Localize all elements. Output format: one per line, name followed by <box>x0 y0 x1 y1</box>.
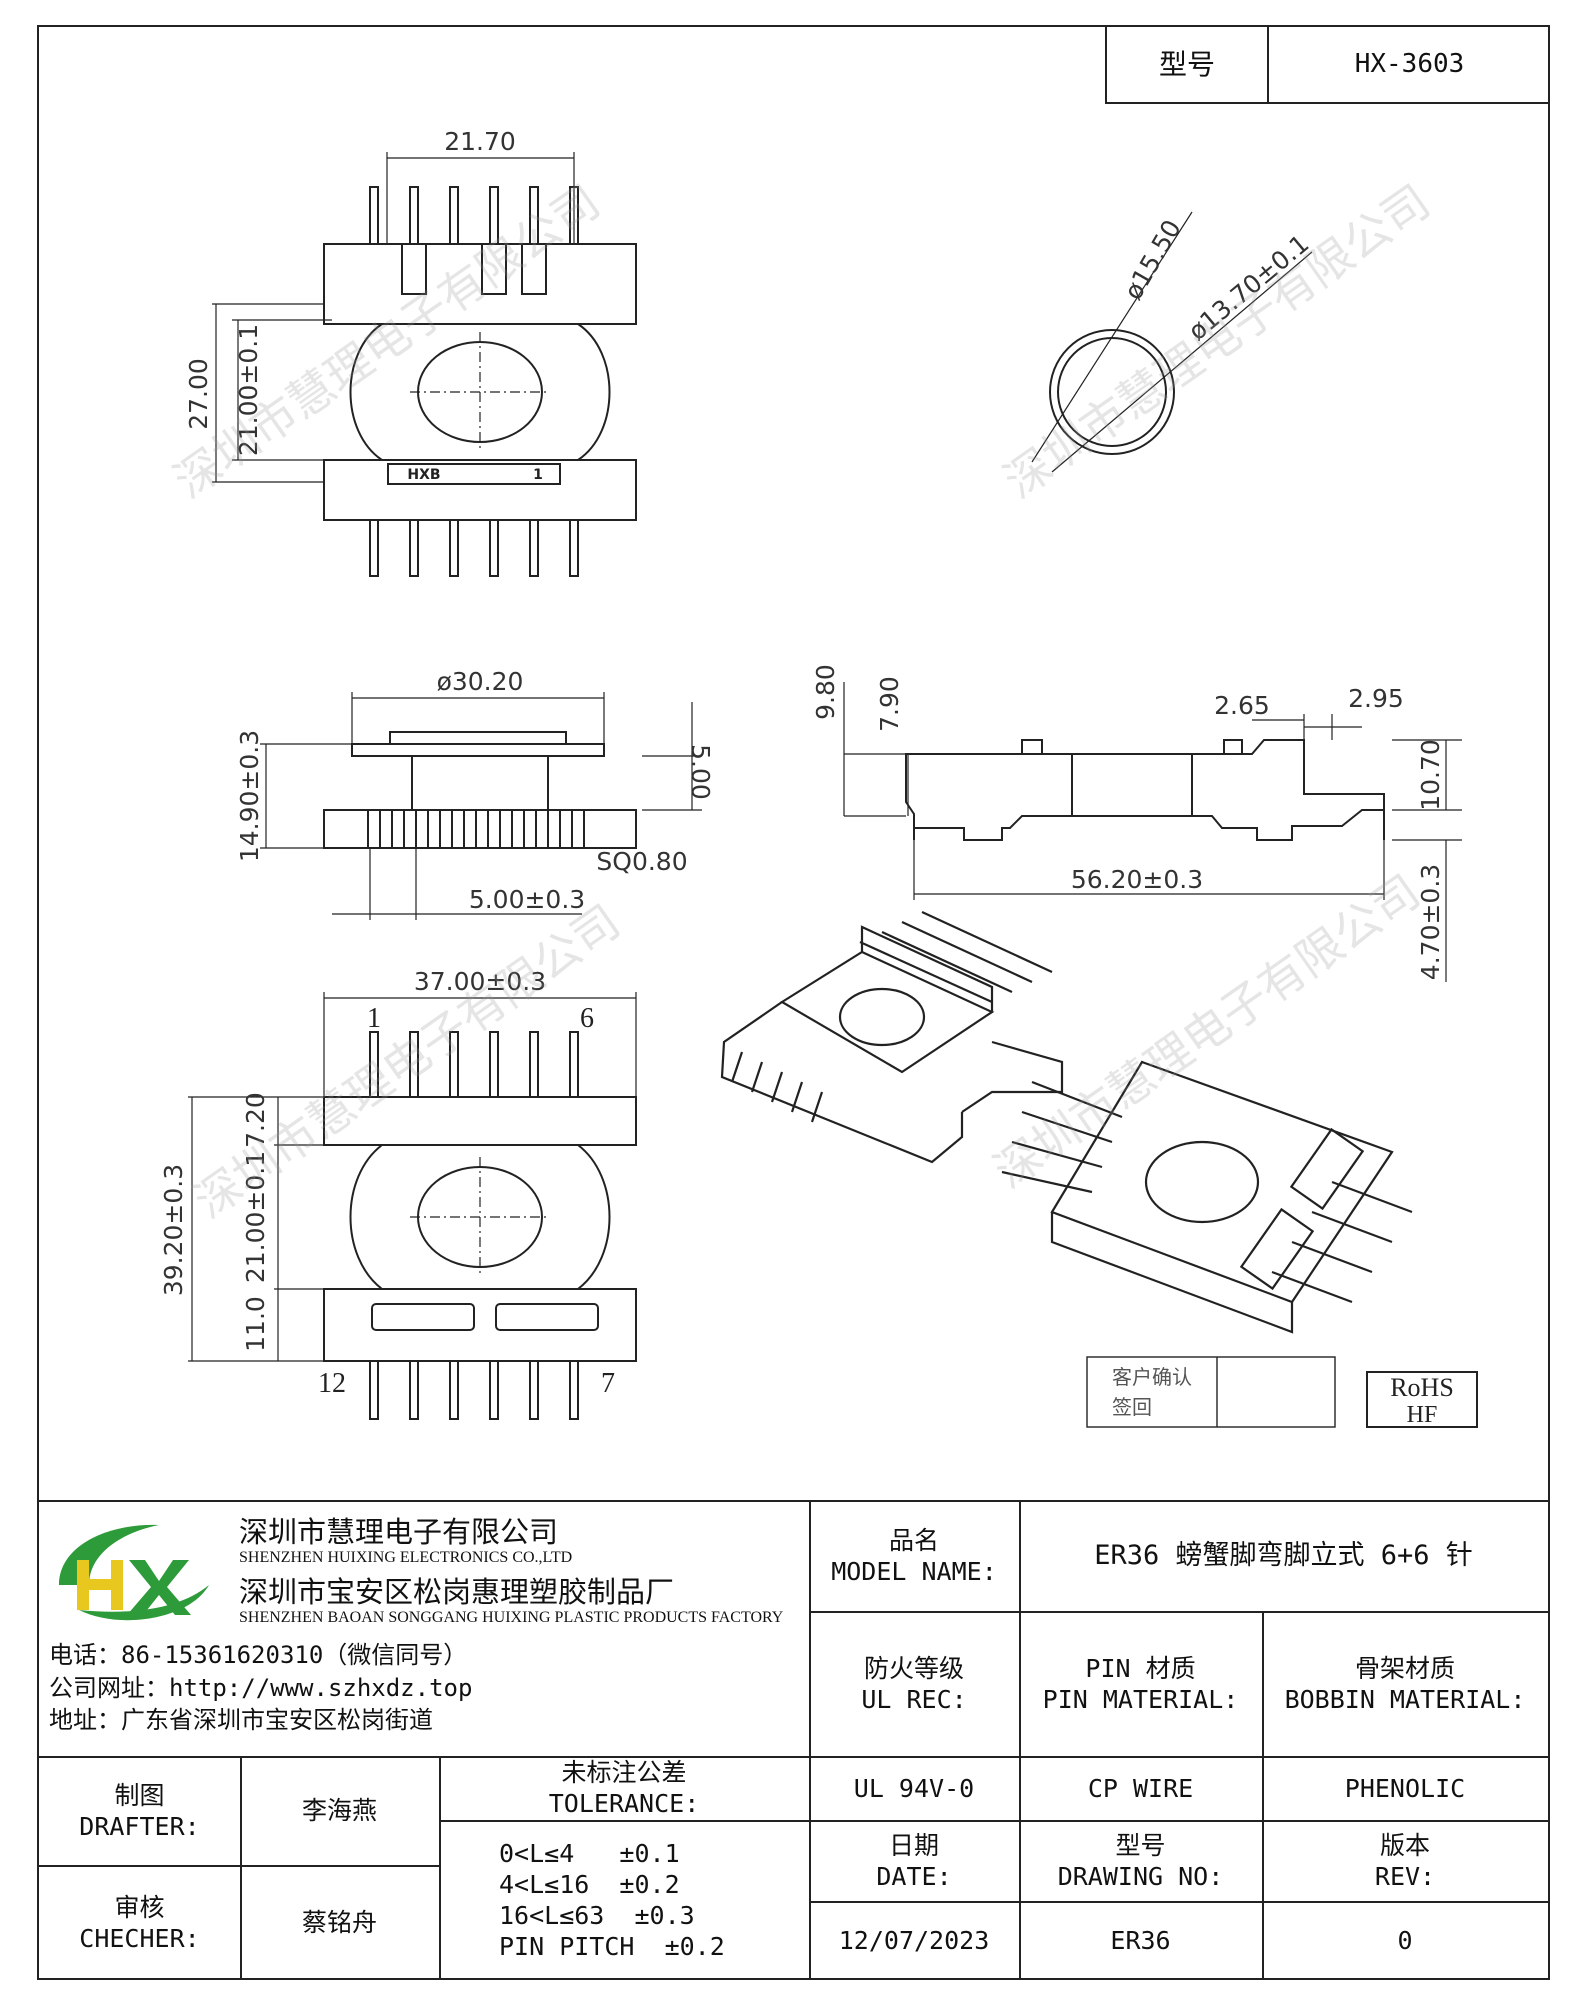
dim-top-height-inner: 21.00±0.1 <box>234 324 263 456</box>
dim-profile-length: 56.20±0.3 <box>1071 865 1203 894</box>
dim-profile-d2: 2.95 <box>1348 684 1404 713</box>
top-view <box>212 152 637 577</box>
dim-profile-h1: 9.80 <box>811 664 840 720</box>
company-address: 地址：广东省深圳市宝安区松岗街道 <box>49 1706 433 1734</box>
drafter-label: 制图 DRAFTER: <box>79 1780 200 1841</box>
date-label: 日期 DATE: <box>876 1830 952 1891</box>
dim-bottom-width: 37.00±0.3 <box>414 967 546 996</box>
dim-profile-h3: 10.70 <box>1416 739 1445 811</box>
pin-label-7: 7 <box>601 1368 615 1399</box>
side-view <box>260 692 702 920</box>
stamp-hf: HF <box>1407 1402 1438 1428</box>
fire-rating-value: UL 94V-0 <box>853 1773 975 1803</box>
top-view-top-pins <box>369 186 579 295</box>
tolerance-label: 未标注公差 TOLERANCE: <box>548 1758 700 1818</box>
company-website: 公司网址：http://www.szhxdz.top <box>49 1674 473 1702</box>
checker-value: 蔡铭舟 <box>301 1908 377 1937</box>
isometric-view-1 <box>720 911 1064 1164</box>
tolerance-table: 0<L≤4 ±0.1 4<L≤16 ±0.2 16<L≤63 ±0.3 PIN … <box>499 1839 725 1961</box>
drawing-sheet: 型号 HX-3603 <box>37 25 1550 1980</box>
company-logo-icon <box>59 1524 209 1621</box>
dim-bottom-h-mid: 21.00±0.1 <box>241 1151 270 1283</box>
header-type-value: HX-3603 <box>1267 27 1550 104</box>
bottom-view-top-pins <box>369 1031 579 1098</box>
top-view-bottom-pins <box>369 519 579 577</box>
checker-label: 审核 CHECHER: <box>79 1892 200 1953</box>
part-markings: HXB 1 1 6 12 7 <box>318 467 615 1399</box>
company-name-en: SHENZHEN HUIXING ELECTRONICS CO.,LTD <box>239 1549 573 1566</box>
mark-hxb: HXB <box>407 467 440 483</box>
factory-name-cn: 深圳市宝安区松岗惠理塑胶制品厂 <box>239 1575 675 1609</box>
dim-side-pin-gap: 5.00 <box>686 744 715 800</box>
pin-label-1: 1 <box>367 1003 381 1034</box>
stamp-rohs: RoHS <box>1390 1373 1454 1402</box>
factory-name-en: SHENZHEN BAOAN SONGGANG HUIXING PLASTIC … <box>239 1609 784 1626</box>
date-value: 12/07/2023 <box>838 1926 990 1955</box>
header-type-label: 型号 <box>1105 27 1267 104</box>
bobbin-material-value: PHENOLIC <box>1344 1773 1466 1803</box>
approval-stamp: 客户确认 签回 RoHS HF <box>1112 1366 1454 1428</box>
stamp-confirm-line2: 签回 <box>1112 1396 1152 1419</box>
dim-top-height-outer: 27.00 <box>184 358 213 430</box>
dim-side-height: 14.90±0.3 <box>235 730 264 862</box>
bottom-view <box>188 992 637 1420</box>
dim-top-width: 21.70 <box>444 127 516 156</box>
drafter-value: 李海燕 <box>301 1796 377 1825</box>
stamp-confirm-line1: 客户确认 <box>1112 1366 1192 1389</box>
dim-circle-inner: ø13.70±0.1 <box>1183 229 1315 346</box>
fire-rating-label: 防火等级 UL REC: <box>861 1653 967 1714</box>
drawing-no-label: 型号 DRAWING NO: <box>1057 1830 1224 1891</box>
technical-drawing: 21.70 27.00 21.00±0.1 ø15.50 ø13.70±0.1 … <box>159 127 1478 1428</box>
revision-value: 0 <box>1397 1926 1413 1955</box>
dim-side-pin-offset: 5.00±0.3 <box>469 885 585 914</box>
bottom-view-bottom-pins <box>369 1360 579 1420</box>
dim-bottom-height: 39.20±0.3 <box>159 1164 188 1296</box>
profile-view <box>843 682 1462 982</box>
dim-circle-outer: ø15.50 <box>1118 215 1187 305</box>
bobbin-material-label: 骨架材质 BOBBIN MATERIAL: <box>1284 1653 1526 1714</box>
model-name-value: ER36 螃蟹脚弯脚立式 6+6 针 <box>1094 1540 1473 1571</box>
model-name-label: 品名 MODEL NAME: <box>831 1525 997 1586</box>
company-phone: 电话：86-15361620310（微信同号） <box>49 1641 468 1669</box>
dim-bottom-h-bot: 11.0 <box>241 1296 270 1352</box>
dim-profile-h2: 7.90 <box>875 676 904 732</box>
revision-label: 版本 REV: <box>1374 1830 1436 1891</box>
pin-material-label: PIN 材质 PIN MATERIAL: <box>1042 1653 1239 1714</box>
pin-material-value: CP WIRE <box>1087 1773 1194 1803</box>
pin-label-6: 6 <box>580 1003 594 1034</box>
dim-profile-d1: 2.65 <box>1214 691 1270 720</box>
dim-side-pin-size: SQ0.80 <box>596 847 687 876</box>
circle-view <box>1031 211 1313 473</box>
dim-profile-pin: 4.70±0.3 <box>1416 864 1445 980</box>
pin-label-12: 12 <box>318 1368 346 1399</box>
dim-bottom-h-top: 7.20 <box>241 1092 270 1148</box>
company-name-cn: 深圳市慧理电子有限公司 <box>239 1515 559 1549</box>
isometric-view-2 <box>1001 1060 1413 1334</box>
dim-side-diameter: ø30.20 <box>437 667 524 696</box>
drawing-no-value: ER36 <box>1110 1926 1171 1955</box>
mark-one: 1 <box>533 467 543 483</box>
